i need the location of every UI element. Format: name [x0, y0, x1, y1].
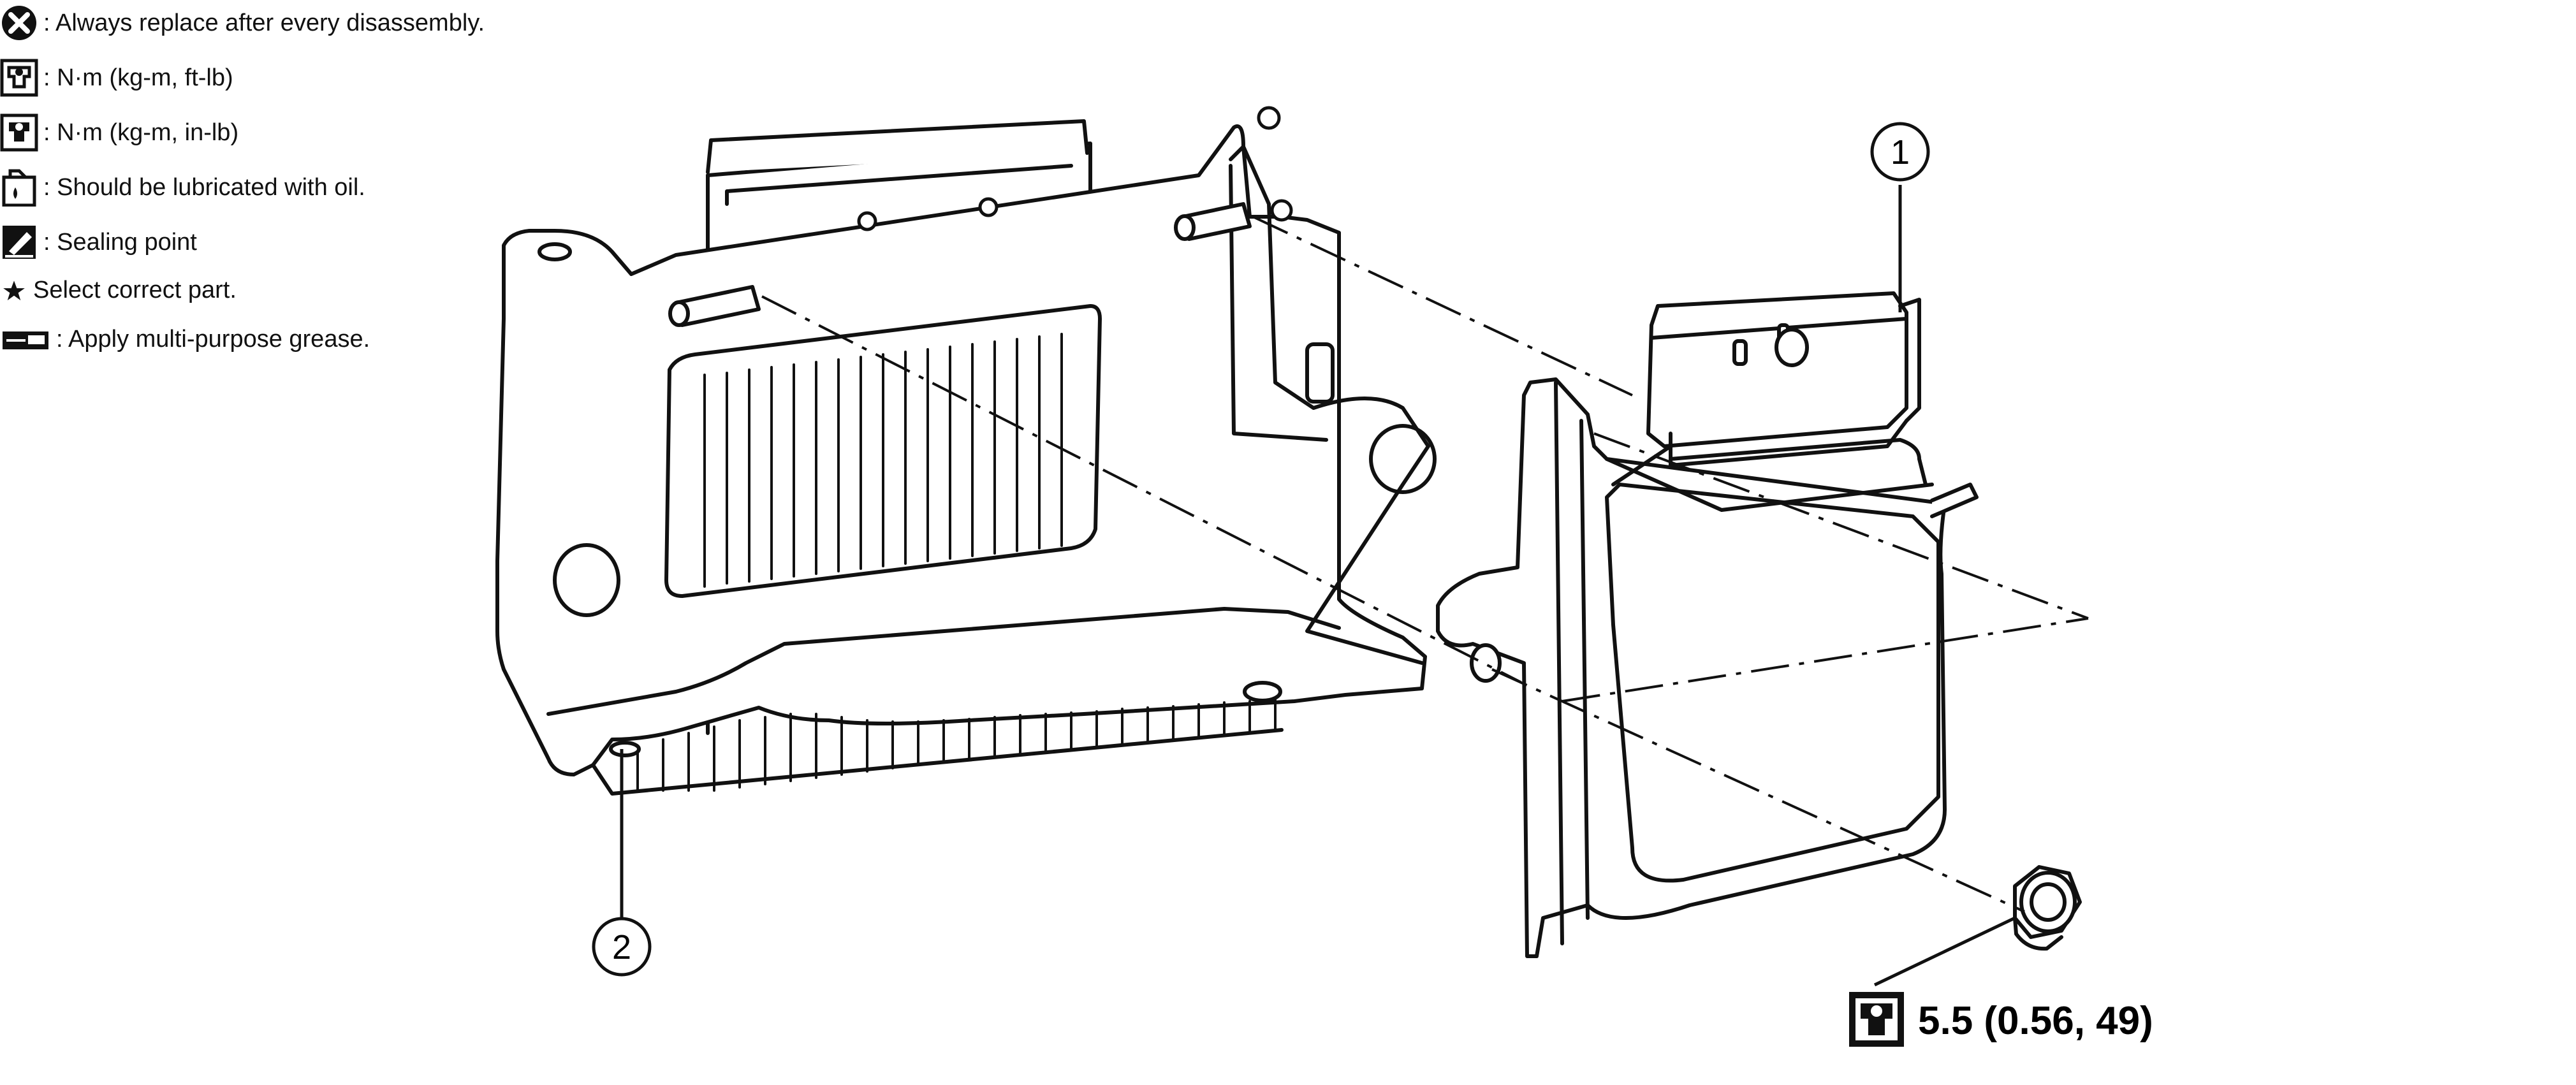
- legend-item-star: Select correct part.: [0, 271, 237, 309]
- star-icon: [0, 271, 28, 309]
- legend-item-oil: : Should be lubricated with oil.: [0, 168, 365, 207]
- torque-spec: 5.5 (0.56, 49): [1849, 992, 2153, 1047]
- legend-text: : N·m (kg-m, ft-lb): [43, 64, 233, 91]
- replace-x-icon: [0, 4, 38, 42]
- legend-text: : Sealing point: [43, 228, 197, 256]
- torque-leader: [1873, 916, 2016, 987]
- legend-item-replace: : Always replace after every disassembly…: [0, 4, 485, 42]
- oil-can-icon: [0, 168, 38, 207]
- legend-item-sealing: : Sealing point: [0, 223, 197, 261]
- hex-nut: [2013, 865, 2082, 951]
- ecm-unit: [1436, 291, 1979, 958]
- legend-item-torque-inlb: : N·m (kg-m, in-lb): [0, 113, 238, 152]
- assembly-lines: [761, 215, 2089, 913]
- callout-1: 1: [1870, 122, 1930, 182]
- legend-item-torque-ftlb: : N·m (kg-m, ft-lb): [0, 59, 233, 97]
- sealing-point-icon: [0, 223, 38, 261]
- callout-1-label: 1: [1891, 133, 1910, 171]
- ecm-bracket: [495, 106, 1437, 796]
- torque-wrench-inlb-icon: [0, 113, 38, 152]
- legend-text: : Should be lubricated with oil.: [43, 173, 365, 201]
- legend-text: : N·m (kg-m, in-lb): [43, 119, 239, 146]
- legend-item-grease: : Apply multi-purpose grease.: [0, 320, 370, 358]
- torque-value: 5.5 (0.56, 49): [1918, 999, 2153, 1043]
- callout-2-label: 2: [612, 928, 631, 966]
- torque-wrench-ftlb-icon: [0, 59, 38, 97]
- legend-text: Select correct part.: [33, 276, 237, 303]
- legend-text: : Always replace after every disassembly…: [43, 9, 485, 36]
- legend-text: : Apply multi-purpose grease.: [56, 325, 370, 353]
- torque-wrench-inlb-icon: [1849, 992, 1904, 1047]
- callout-2: 2: [592, 917, 652, 977]
- grease-tube-icon: [0, 320, 51, 358]
